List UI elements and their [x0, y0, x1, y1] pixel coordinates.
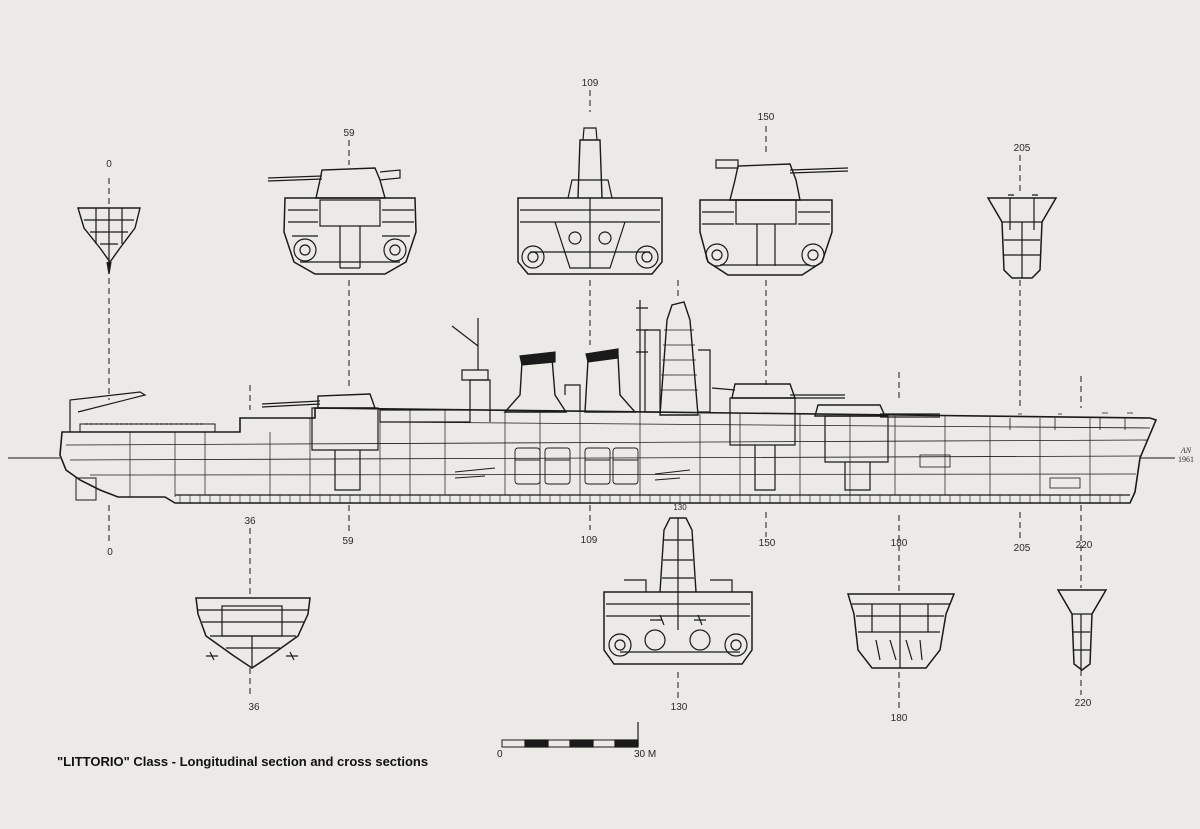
- frame-label-top-0: 0: [106, 159, 112, 170]
- frame-label-bottom-180: 180: [890, 713, 908, 724]
- stern-cross-section-icon: [1056, 589, 1108, 671]
- longitudinal-section: [8, 300, 1175, 504]
- scale-end-label: 30 M: [634, 749, 657, 760]
- figure-caption: "LITTORIO" Class - Longitudinal section …: [57, 754, 429, 769]
- signature-year: 1961: [1178, 455, 1194, 464]
- frame-label-profile-130: 130: [673, 503, 687, 512]
- frame-label-profile-220: 220: [1075, 540, 1093, 551]
- turret-cross-section-icon: [699, 159, 849, 276]
- tower-cross-section-icon: [603, 517, 753, 665]
- frame-label-bottom-130: 130: [670, 702, 688, 713]
- bow-cross-section-icon: [77, 207, 141, 275]
- frame-label-top-109: 109: [581, 78, 599, 89]
- frame-leader-lines: [108, 90, 1082, 710]
- frame-label-profile-59: 59: [342, 536, 354, 547]
- frame-label-profile-36: 36: [244, 516, 256, 527]
- frame-label-bottom-220: 220: [1074, 698, 1092, 709]
- scale-bar: [501, 722, 639, 748]
- frame-label-profile-0: 0: [107, 547, 113, 558]
- frame-label-bottom-36: 36: [248, 702, 260, 713]
- turret-cross-section-icon: [267, 167, 417, 275]
- frame-label-top-150: 150: [757, 112, 775, 123]
- frame-label-top-59: 59: [343, 128, 355, 139]
- frame-label-top-205: 205: [1013, 143, 1031, 154]
- frame-label-profile-109: 109: [580, 535, 598, 546]
- funnel-cross-section-icon: [517, 127, 663, 275]
- frame-label-profile-150: 150: [758, 538, 776, 549]
- scale-start-label: 0: [497, 749, 503, 760]
- frame-label-profile-180: 180: [890, 538, 908, 549]
- stern-cross-section-icon: [986, 194, 1058, 279]
- signature-initials: AN: [1180, 446, 1192, 455]
- hull-cross-section-icon: [195, 597, 311, 669]
- hull-cross-section-icon: [846, 593, 956, 669]
- frame-label-profile-205: 205: [1013, 543, 1031, 554]
- draftsman-signature: AN 1961: [1178, 446, 1194, 464]
